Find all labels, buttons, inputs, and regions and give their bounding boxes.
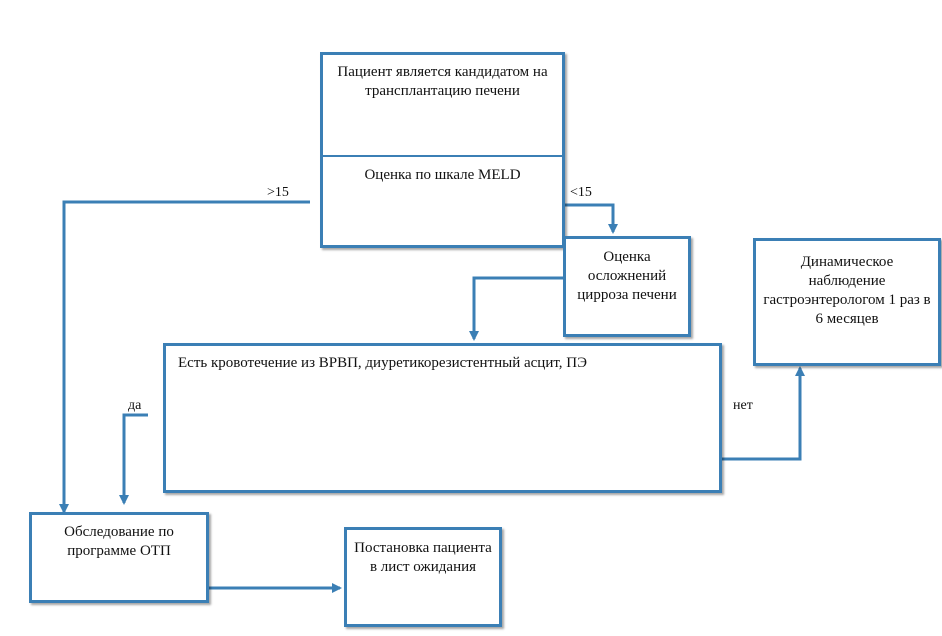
node-exam-text: Обследование по программе ОТП xyxy=(64,524,174,559)
node-exam xyxy=(29,512,209,603)
node-bleeding-text: Есть кровотечение из ВРВП, диуретикорези… xyxy=(178,355,588,371)
node-meld-text: Оценка по шкале MELD xyxy=(364,167,521,183)
label-lt15: <15 xyxy=(570,185,592,200)
node-complications-text: Оценка осложнений цирроза печени xyxy=(577,249,677,303)
label-yes: да xyxy=(128,398,142,413)
node-candidate-meld xyxy=(320,52,565,248)
arrow-bleeding-yes-to-exam xyxy=(119,413,148,505)
node-dynamic xyxy=(753,238,941,366)
node-waitlist-text: Постановка пациента в лист ожидания xyxy=(354,540,492,575)
arrow-meld-to-exam xyxy=(59,200,310,514)
arrow-meld-to-complications xyxy=(565,203,618,234)
arrow-bleeding-no-to-dynamic xyxy=(722,366,805,461)
divider-line xyxy=(320,155,565,157)
node-candidate-text: Пациент является кандидатом на трансплан… xyxy=(337,64,548,99)
node-bleeding xyxy=(163,343,722,493)
arrow-complications-to-bleeding xyxy=(469,276,564,341)
label-gt15: >15 xyxy=(267,185,289,200)
node-waitlist xyxy=(344,527,502,627)
node-complications xyxy=(563,236,691,337)
label-no: нет xyxy=(733,398,753,413)
node-dynamic-text: Динамическое наблюдение гастроэнтеролого… xyxy=(763,254,931,327)
